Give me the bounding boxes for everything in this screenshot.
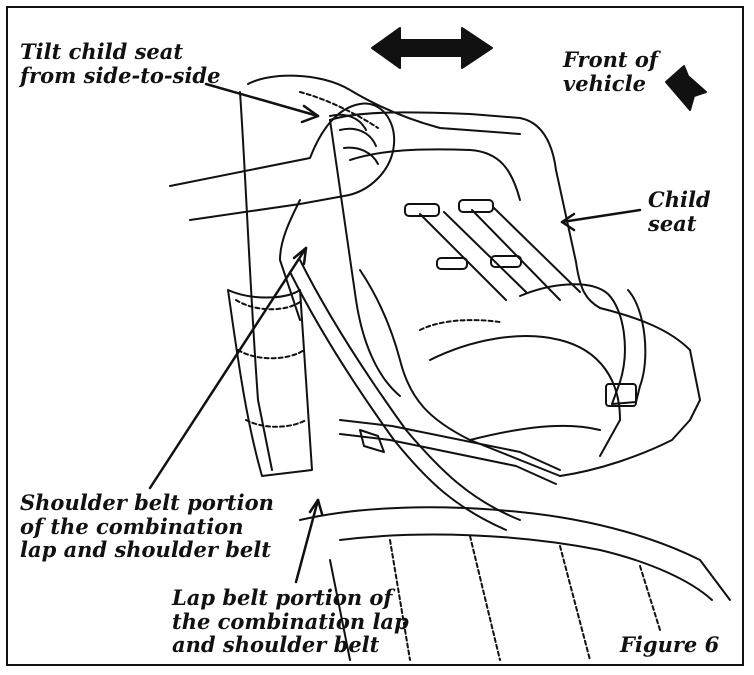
front-direction-arrow — [665, 65, 707, 111]
shoulder-belt-callout-line2: of the combination — [20, 513, 244, 539]
figure-label: Figure 6 — [620, 632, 720, 657]
vehicle-seat-back — [227, 74, 521, 477]
shoulder-belt-callout: Shoulder belt portion of the combination… — [20, 491, 274, 562]
child-seat-leader — [560, 208, 642, 224]
leader-arrows — [148, 82, 642, 584]
lap-belt-callout-line3: and shoulder belt — [172, 632, 380, 658]
tilt-leader — [204, 82, 320, 118]
child-seat-callout: Child seat — [648, 188, 711, 235]
front-callout-line1: Front of — [563, 47, 658, 72]
tilt-callout-line2: from side-to-side — [20, 62, 221, 88]
lap-belt-callout-line2: the combination lap — [172, 608, 409, 634]
shoulder-belt-callout-line3: lap and shoulder belt — [20, 537, 271, 563]
vehicle-seat-cushion — [299, 506, 731, 661]
tilt-callout-line1: Tilt child seat — [20, 39, 184, 64]
lap-belt-callout: Lap belt portion of the combination lap … — [172, 586, 409, 657]
seat-belt-webbing — [289, 259, 561, 531]
lap-belt-callout-line1: Lap belt portion of — [172, 585, 393, 610]
child-seat-callout-line1: Child — [648, 187, 711, 212]
child-seat-shell — [329, 111, 701, 477]
child-seat-callout-line2: seat — [648, 210, 697, 236]
shoulder-belt-callout-line1: Shoulder belt portion — [20, 490, 274, 515]
hand-tilting-seat — [169, 102, 396, 321]
tilt-double-arrow — [371, 27, 493, 69]
front-callout-line2: vehicle — [563, 70, 646, 96]
front-of-vehicle-callout: Front of vehicle — [563, 48, 658, 95]
tilt-callout: Tilt child seat from side-to-side — [20, 40, 220, 87]
shoulder-belt-leader — [148, 246, 308, 490]
lap-belt-leader — [294, 498, 320, 584]
